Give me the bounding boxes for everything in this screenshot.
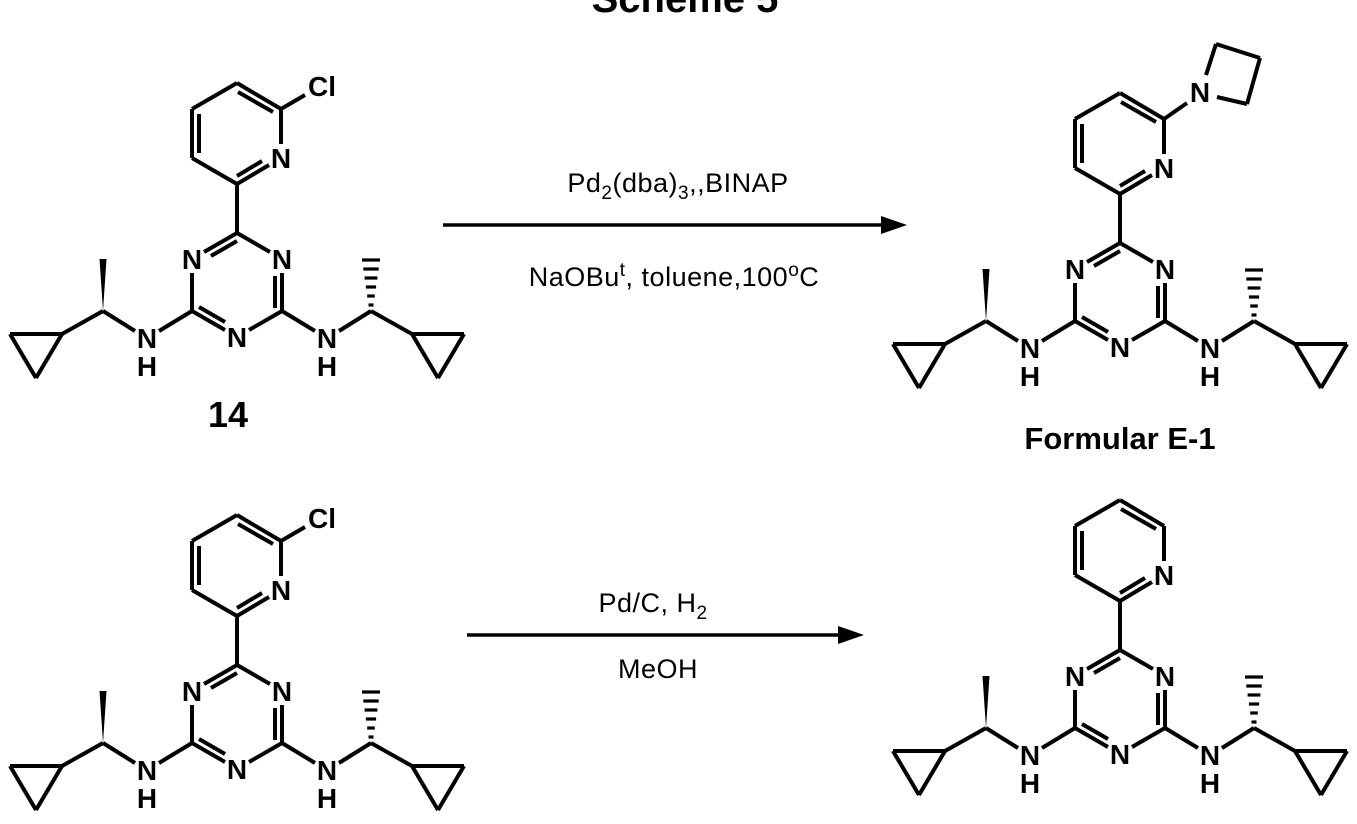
azetidine-n-label: N [1190,77,1210,108]
structure-formular-e1: N [893,44,1347,392]
reaction-1-conditions-above: Pd2(dba)3,,BINAP [567,168,788,204]
catalyst-text: Pd [567,168,601,198]
reaction-2: Pd/C, H2 MeOH [467,588,864,684]
bond [1217,97,1247,104]
compound-14-label: 14 [208,394,248,435]
arrow-head [838,626,864,644]
bond [1164,103,1187,119]
structure-compound-14-bottom [10,503,464,814]
triazine-core [893,500,1347,799]
structure-deschloro-product [893,500,1347,799]
chloro-substituent [281,503,336,541]
formular-e1-label: Formular E-1 [1024,421,1215,456]
azetidine-ring: N [1164,44,1260,119]
solvent-text: MeOH [618,654,698,684]
structure-compound-14: 14 [10,71,464,435]
scheme-title: Scheme 5 [592,0,779,21]
base-text: NaOBu [529,262,620,292]
arrow-head [881,216,907,234]
bond [1247,58,1260,104]
reaction-1-conditions-below: NaOBut, toluene,100oC [529,260,820,292]
temp-unit-text: C [799,262,819,292]
solvent-temp-text: , toluene,100 [626,262,789,292]
hydrogen-subscript: 2 [696,603,707,624]
degree-superscript: o [788,260,799,281]
ligand-rest-text: ,,BINAP [689,168,789,198]
reaction-1: Pd2(dba)3,,BINAP NaOBut, toluene,100oC [443,168,907,292]
ligand-text: (dba) [612,168,678,198]
bond [1216,44,1260,58]
triazine-core [10,515,464,814]
bond [1206,44,1216,75]
catalyst-text: Pd/C, H [598,588,696,618]
triazine-core [10,83,464,382]
reaction-2-conditions-above: Pd/C, H2 [598,588,707,624]
chloro-substituent [281,71,336,109]
reaction-2-conditions-below: MeOH [618,654,698,684]
triazine-core [893,93,1347,392]
ligand-subscript: 3 [678,183,689,204]
catalyst-subscript: 2 [601,183,612,204]
